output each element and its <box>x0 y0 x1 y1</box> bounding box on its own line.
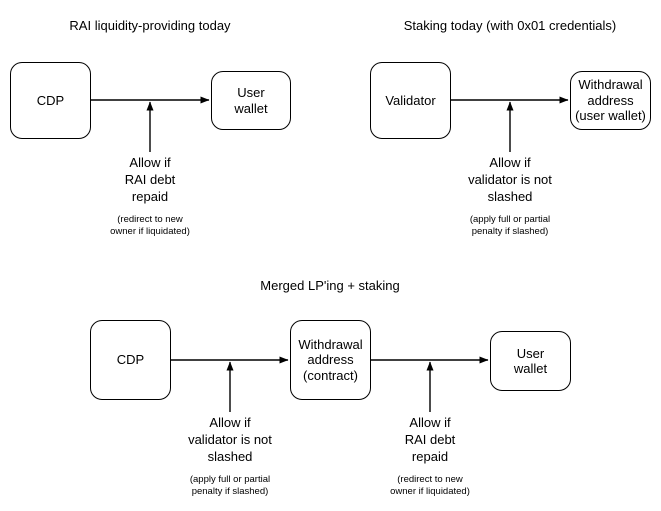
panel-title-merged-lp-staking: Merged LP'ing + staking <box>260 278 400 293</box>
note-rai-debt-condition-top-left: Allow if RAI debt repaid (redirect to ne… <box>80 154 220 238</box>
panel-title-staking-today: Staking today (with 0x01 credentials) <box>403 18 617 33</box>
note-sub-text: (apply full or partial penalty if slashe… <box>189 474 271 497</box>
node-withdrawal-address-contract-bottom[interactable]: Withdrawal address (contract) <box>290 320 371 400</box>
node-user-wallet-top-left[interactable]: User wallet <box>211 71 291 130</box>
node-withdrawal-address-user-wallet-top-right[interactable]: Withdrawal address (user wallet) <box>570 71 651 130</box>
note-sub-text: (redirect to new owner if liquidated) <box>390 474 470 497</box>
note-main-text: Allow if RAI debt repaid <box>124 155 176 204</box>
node-cdp-bottom[interactable]: CDP <box>90 320 171 400</box>
note-slashing-condition-top-right: Allow if validator is not slashed (apply… <box>435 154 585 238</box>
note-main-text: Allow if validator is not slashed <box>468 155 552 204</box>
node-cdp-top-left[interactable]: CDP <box>10 62 91 139</box>
note-sub-text: (redirect to new owner if liquidated) <box>110 214 190 237</box>
note-main-text: Allow if validator is not slashed <box>188 415 272 464</box>
node-user-wallet-bottom[interactable]: User wallet <box>490 331 571 391</box>
note-slashing-condition-bottom: Allow if validator is not slashed (apply… <box>155 414 305 498</box>
panel-title-rai-lp-today: RAI liquidity-providing today <box>69 18 231 33</box>
note-sub-text: (apply full or partial penalty if slashe… <box>469 214 551 237</box>
note-main-text: Allow if RAI debt repaid <box>404 415 456 464</box>
note-rai-debt-condition-bottom: Allow if RAI debt repaid (redirect to ne… <box>360 414 500 498</box>
node-validator-top-right[interactable]: Validator <box>370 62 451 139</box>
